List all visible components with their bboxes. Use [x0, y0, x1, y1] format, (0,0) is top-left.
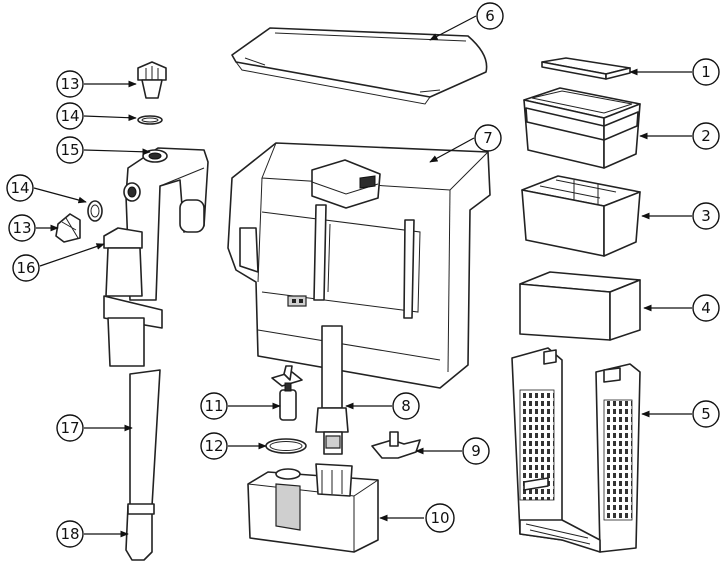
part-filter-pad	[541, 57, 631, 80]
part-filter-basket	[511, 347, 641, 553]
callout-13-side-number: 13	[12, 219, 31, 237]
callout-15-number: 15	[60, 141, 79, 159]
callout-16-number: 16	[16, 259, 35, 277]
callout-17: 17	[56, 414, 84, 442]
part-filter-cartridge-lower	[521, 175, 641, 257]
callout-12: 12	[200, 432, 228, 460]
callout-14-top: 14	[56, 102, 84, 130]
callout-6-number: 6	[485, 7, 495, 25]
callout-14-side-number: 14	[10, 179, 29, 197]
part-o-ring-small-side	[87, 200, 103, 222]
callout-13-side: 13	[8, 214, 36, 242]
callout-4: 4	[692, 294, 720, 322]
part-intake-strainer	[125, 503, 155, 561]
callout-7-number: 7	[483, 129, 493, 147]
callout-13-top: 13	[56, 70, 84, 98]
callout-10-number: 10	[430, 509, 449, 527]
callout-18-number: 18	[60, 525, 79, 543]
callout-7: 7	[474, 124, 502, 152]
callout-10: 10	[425, 503, 455, 533]
part-intake-cap-top	[137, 61, 167, 99]
callout-14-side: 14	[6, 174, 34, 202]
callout-5-number: 5	[701, 405, 711, 423]
callout-5: 5	[692, 400, 720, 428]
callout-12-number: 12	[204, 437, 223, 455]
callout-2-number: 2	[701, 127, 711, 145]
callout-9: 9	[462, 437, 490, 465]
callout-4-number: 4	[701, 299, 711, 317]
callout-17-number: 17	[60, 419, 79, 437]
callout-2: 2	[692, 122, 720, 150]
callout-16: 16	[12, 254, 40, 282]
callout-1-number: 1	[701, 63, 711, 81]
part-filter-cartridge-upper	[523, 87, 641, 169]
part-intake-hose	[129, 369, 161, 507]
part-intake-tube	[103, 227, 163, 367]
callout-14-top-number: 14	[60, 107, 79, 125]
leader-lines	[33, 15, 692, 538]
callout-8-number: 8	[401, 397, 411, 415]
callout-1: 1	[692, 58, 720, 86]
callout-15: 15	[56, 136, 84, 164]
part-o-ring-small-top	[137, 115, 163, 125]
callout-11: 11	[200, 392, 228, 420]
callout-9-number: 9	[471, 442, 481, 460]
callout-3: 3	[692, 202, 720, 230]
part-intake-cap-side	[55, 213, 81, 243]
callout-11-number: 11	[204, 397, 223, 415]
part-lid	[231, 27, 488, 105]
part-impeller-cover	[371, 431, 421, 459]
part-sponge-block	[519, 271, 641, 341]
part-impeller	[271, 365, 303, 421]
callout-8: 8	[392, 392, 420, 420]
callout-3-number: 3	[701, 207, 711, 225]
part-o-ring-large	[265, 438, 307, 454]
callout-18: 18	[56, 520, 84, 548]
part-motor-housing	[247, 463, 379, 553]
callout-13-top-number: 13	[60, 75, 79, 93]
part-filter-housing	[227, 142, 491, 389]
part-motor-shaft	[315, 325, 349, 455]
callout-6: 6	[476, 2, 504, 30]
